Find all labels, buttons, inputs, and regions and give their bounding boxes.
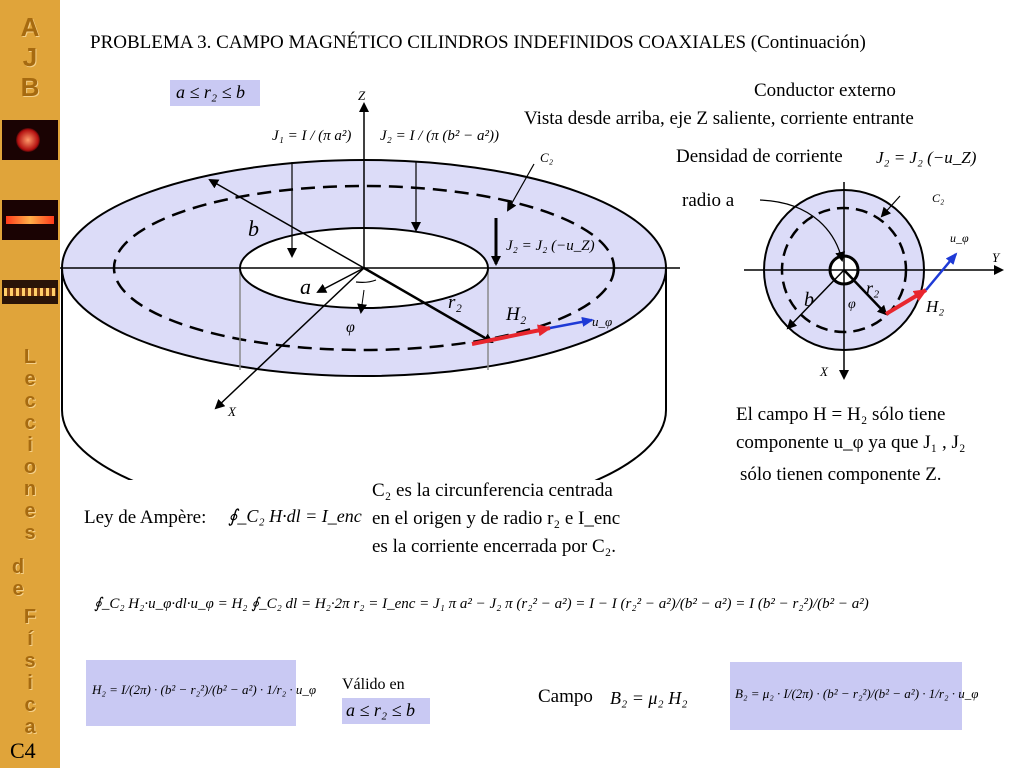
b2-result-box: B₂ = μ₂ · I/(2π) · (b² − r₂²)/(b² − a²) … [730, 662, 978, 730]
axis-x [214, 267, 365, 410]
campo-label: Campo [538, 686, 593, 707]
sidebar-letter: o [23, 456, 37, 478]
radius-label: radio a [682, 190, 735, 211]
range-text: a ≤ r₂ ≤ b [176, 82, 246, 102]
j2-vector-label: J₂ = J₂ (−u_Z) [506, 238, 595, 254]
sidebar-letter: e [12, 578, 24, 600]
field-note-3: sólo tienen componente Z. [740, 464, 942, 485]
b2-definition: B₂ = μ₂ H₂ [610, 688, 688, 708]
sidebar-letter: s [24, 522, 36, 544]
sidebar-letter: n [23, 478, 37, 500]
sidebar-letter: c [24, 412, 36, 434]
sidebar-letter: B [20, 72, 40, 102]
density-label: Densidad de corriente [676, 146, 843, 167]
top-b-label: b [804, 289, 814, 311]
outer-conductor-title: Conductor externo [754, 80, 896, 101]
ampere-label: Ley de Ampère: [84, 507, 207, 528]
sidebar-laser-photo [2, 200, 58, 240]
field-note-1: El campo H = H₂ sólo tiene [736, 404, 946, 425]
inner-cylinder-wall [239, 268, 489, 370]
u-phi-label: u_φ [592, 314, 612, 329]
sidebar-letter: J [22, 42, 38, 72]
top-u-phi-label: u_φ [950, 231, 969, 245]
top-x-label: X [819, 364, 829, 379]
h2-result: H₂ = I/(2π) · (b² − r₂²)/(b² − a²) · 1/r… [92, 682, 317, 697]
sidebar-letter: e [24, 368, 36, 390]
sidebar-letter: a [24, 716, 36, 738]
valid-label: Válido en [342, 676, 405, 693]
valid-range: a ≤ r₂ ≤ b [346, 700, 416, 720]
c2-note-1: C₂ es la circunferencia centrada [372, 480, 613, 501]
j2-formula: J₂ = I / (π (b² − a²)) [380, 128, 499, 144]
sidebar-letter: e [24, 500, 36, 522]
range-box-top: a ≤ r₂ ≤ b [170, 80, 260, 106]
field-note-2: componente u_φ ya que J₁ , J₂ [736, 432, 966, 453]
axis-z-label: Z [358, 88, 366, 103]
sidebar-letter: í [27, 628, 33, 650]
h2-vector [471, 324, 552, 346]
top-h2-vector [884, 288, 928, 316]
sidebar-letter: c [24, 694, 36, 716]
ampere-law: ∮_C₂ H·dl = I_enc [228, 506, 362, 526]
top-r2-label: r₂ [866, 278, 879, 298]
top-view-diagram: C₂ Y X u_φ r₂ b φ H₂ [744, 182, 1004, 380]
c2-note-3: es la corriente encerrada por C₂. [372, 536, 616, 557]
page-code: C4 [10, 738, 36, 763]
radius-a-line [316, 267, 365, 293]
top-u-phi-vector [925, 252, 958, 291]
top-b-line [786, 269, 845, 330]
valid-range-box: a ≤ r₂ ≤ b [342, 698, 430, 724]
c2-label: C₂ [540, 150, 554, 165]
radius-a-pointer [759, 199, 846, 262]
page-title: PROBLEMA 3. CAMPO MAGNÉTICO CILINDROS IN… [90, 32, 866, 53]
b-label: b [248, 216, 259, 241]
axis-x-label: X [227, 404, 237, 419]
h2-result-box: H₂ = I/(2π) · (b² − r₂²)/(b² − a²) · 1/r… [86, 660, 316, 726]
sidebar-letter: F [23, 606, 37, 628]
r2-label: r₂ [448, 292, 462, 313]
a-label: a [300, 274, 311, 299]
top-h2-label: H₂ [925, 297, 944, 316]
coaxial-3d-diagram: Z Y X J₁ = I / (π a²) J₂ = I / (π (b² − … [60, 88, 680, 480]
h2-label: H₂ [505, 304, 527, 325]
phi-arc [355, 279, 377, 283]
b2-result: B₂ = μ₂ · I/(2π) · (b² − r₂²)/(b² − a²) … [735, 686, 979, 701]
sidebar-letter: i [27, 672, 33, 694]
radius-r2-vector [363, 266, 494, 344]
sidebar: A J B L e c c i o n e s d e F í s i c a [0, 0, 60, 768]
c2-note-2: en el origen y de radio r₂ e I_enc [372, 508, 621, 529]
top-c2-label: C₂ [932, 191, 944, 205]
u-phi-vector [549, 316, 594, 330]
top-r2-line [843, 269, 888, 316]
sidebar-letter: c [24, 390, 36, 412]
top-y-label: Y [992, 250, 1001, 265]
sidebar-lab-photo [2, 120, 58, 160]
sidebar-spectrum-photo [2, 280, 58, 304]
sidebar-letter: i [27, 434, 33, 456]
sidebar-letter: A [20, 12, 40, 42]
radius-b-line [208, 179, 365, 269]
phi-label: φ [346, 319, 355, 336]
sidebar-letter: s [24, 650, 36, 672]
sidebar-letter: L [23, 346, 37, 368]
ampere-derivation: ∮_C₂ H₂·u_φ·dl·u_φ = H₂ ∮_C₂ dl = H₂·2π … [94, 596, 869, 612]
view-description: Vista desde arriba, eje Z saliente, corr… [524, 108, 914, 129]
j1-formula: J₁ = I / (π a²) [272, 128, 351, 144]
density-formula: J₂ = J₂ (−u_Z) [876, 148, 977, 167]
sidebar-letter: d [11, 556, 25, 578]
top-phi-label: φ [848, 297, 856, 312]
